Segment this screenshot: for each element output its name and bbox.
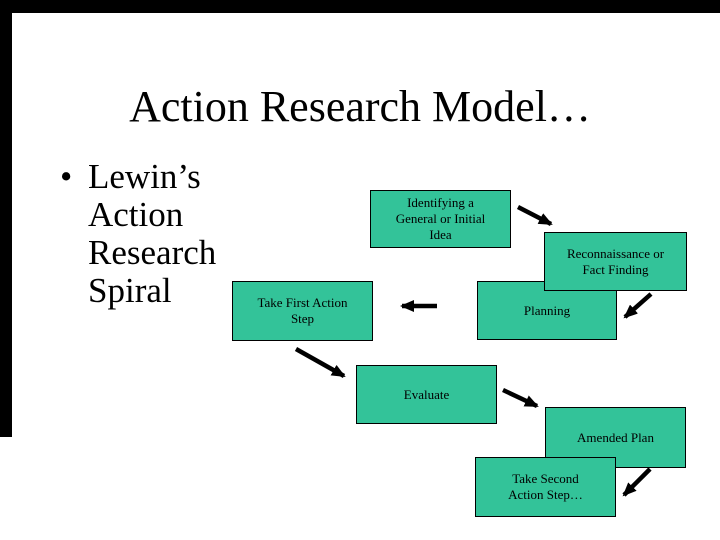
arrow-evaluate-to-amended: [502, 387, 539, 409]
bullet-text: Lewin’s Action Research Spiral: [88, 158, 216, 310]
bullet-line: Research: [88, 233, 217, 272]
box-label-line: Amended Plan: [577, 429, 654, 445]
box-label-line: Identifying a: [407, 195, 474, 210]
arrow-identify-to-recon: [516, 204, 553, 227]
box-label-line: General or Initial: [395, 211, 486, 226]
bullet-line: Lewin’s: [88, 157, 201, 196]
box-take-second-action: Take Second Action Step…: [475, 457, 616, 517]
bullet-line: Spiral: [88, 271, 172, 310]
arrow-first-action-to-evaluate: [294, 347, 346, 378]
box-identifying-idea: Identifying a General or Initial Idea: [370, 190, 511, 248]
box-label-line: Take First Action: [257, 295, 348, 310]
box-label-line: Fact Finding: [582, 261, 649, 277]
left-border-bar: [0, 0, 12, 437]
arrow-amended-to-second-action: [622, 467, 652, 497]
slide-title: Action Research Model…: [129, 82, 591, 131]
box-label-line: Step: [290, 311, 315, 326]
top-border-bar: [0, 0, 720, 13]
arrow-recon-to-planning: [623, 292, 653, 319]
box-label-line: Reconnaissance or: [566, 245, 665, 261]
box-evaluate: Evaluate: [356, 365, 497, 424]
box-take-first-action: Take First Action Step: [232, 281, 373, 341]
box-reconnaissance: Reconnaissance or Fact Finding: [544, 232, 687, 291]
box-label-line: Action Step…: [508, 487, 583, 502]
box-label-line: Take Second: [512, 471, 579, 486]
box-label-line: Evaluate: [403, 386, 450, 402]
bullet-line: Action: [88, 195, 184, 234]
box-label-line: Planning: [523, 302, 571, 318]
bullet-block: • Lewin’s Action Research Spiral: [60, 158, 216, 310]
bullet-marker: •: [60, 157, 73, 196]
box-label-line: Idea: [429, 227, 452, 242]
